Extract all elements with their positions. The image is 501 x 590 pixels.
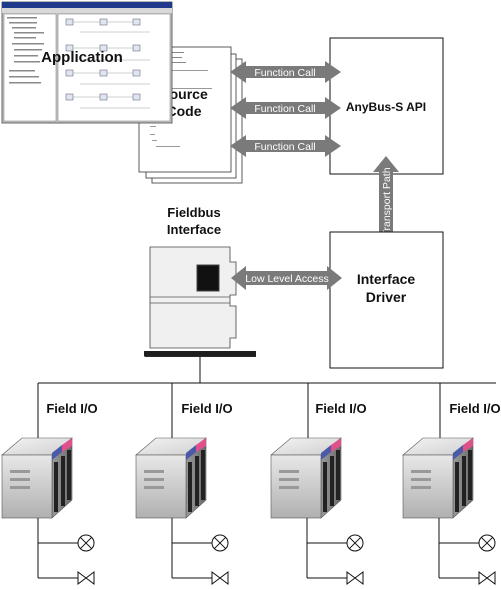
window-menubar — [2, 8, 172, 13]
valve-icon — [211, 571, 229, 585]
device-branch-4 — [438, 518, 496, 585]
field-io-label-1: Field I/O — [46, 401, 97, 416]
field-io-label-4: Field I/O — [449, 401, 500, 416]
fieldbus-board-edge — [144, 351, 256, 356]
interface-driver-label-line2: Driver — [366, 289, 407, 305]
field-io-rack-3 — [270, 437, 342, 519]
diagram-connectors — [73, 21, 150, 109]
interface-driver-box — [329, 231, 444, 369]
application-title: Application — [41, 49, 123, 66]
fieldbus-module — [144, 246, 256, 357]
tree-items — [7, 17, 44, 84]
field-io-label-3: Field I/O — [315, 401, 366, 416]
device-branch-1 — [37, 518, 95, 585]
window-titlebar — [2, 2, 172, 8]
function-call-label-2: Function Call — [254, 103, 315, 115]
valve-icon — [478, 571, 496, 585]
transport-path-arrow: Transport Path — [373, 156, 399, 247]
low-level-access-arrow: Low Level Access — [231, 266, 342, 290]
field-io-rack-4 — [402, 437, 474, 519]
anybus-api-label: AnyBus-S API — [346, 100, 426, 114]
function-call-label-1: Function Call — [254, 67, 315, 79]
interface-driver-label-line1: Interface — [357, 271, 416, 287]
transport-path-label: Transport Path — [381, 167, 393, 236]
valve-icon — [77, 571, 95, 585]
window-diagram-pane — [57, 13, 171, 122]
valve-icon — [346, 571, 364, 585]
device-branch-2 — [171, 518, 229, 585]
function-call-arrow-1: Function Call — [230, 61, 341, 83]
fieldbus-chip — [196, 264, 220, 292]
source-code-title-line2: Code — [167, 103, 202, 119]
fieldbus-network — [37, 357, 496, 438]
field-io-label-2: Field I/O — [181, 401, 232, 416]
field-io-rack-2 — [135, 437, 207, 519]
fieldbus-title-line2: Interface — [167, 222, 221, 237]
anybus-api-box — [329, 37, 444, 175]
function-call-label-3: Function Call — [254, 141, 315, 153]
application-window: Application — [1, 1, 173, 124]
device-branch-3 — [306, 518, 364, 585]
function-call-arrow-3: Function Call — [230, 135, 341, 157]
fieldbus-title-line1: Fieldbus — [167, 205, 220, 220]
function-call-arrow-2: Function Call — [230, 97, 341, 119]
window-tree-pane — [3, 13, 57, 122]
low-level-access-label: Low Level Access — [245, 273, 328, 285]
field-io-rack-1 — [1, 437, 73, 519]
